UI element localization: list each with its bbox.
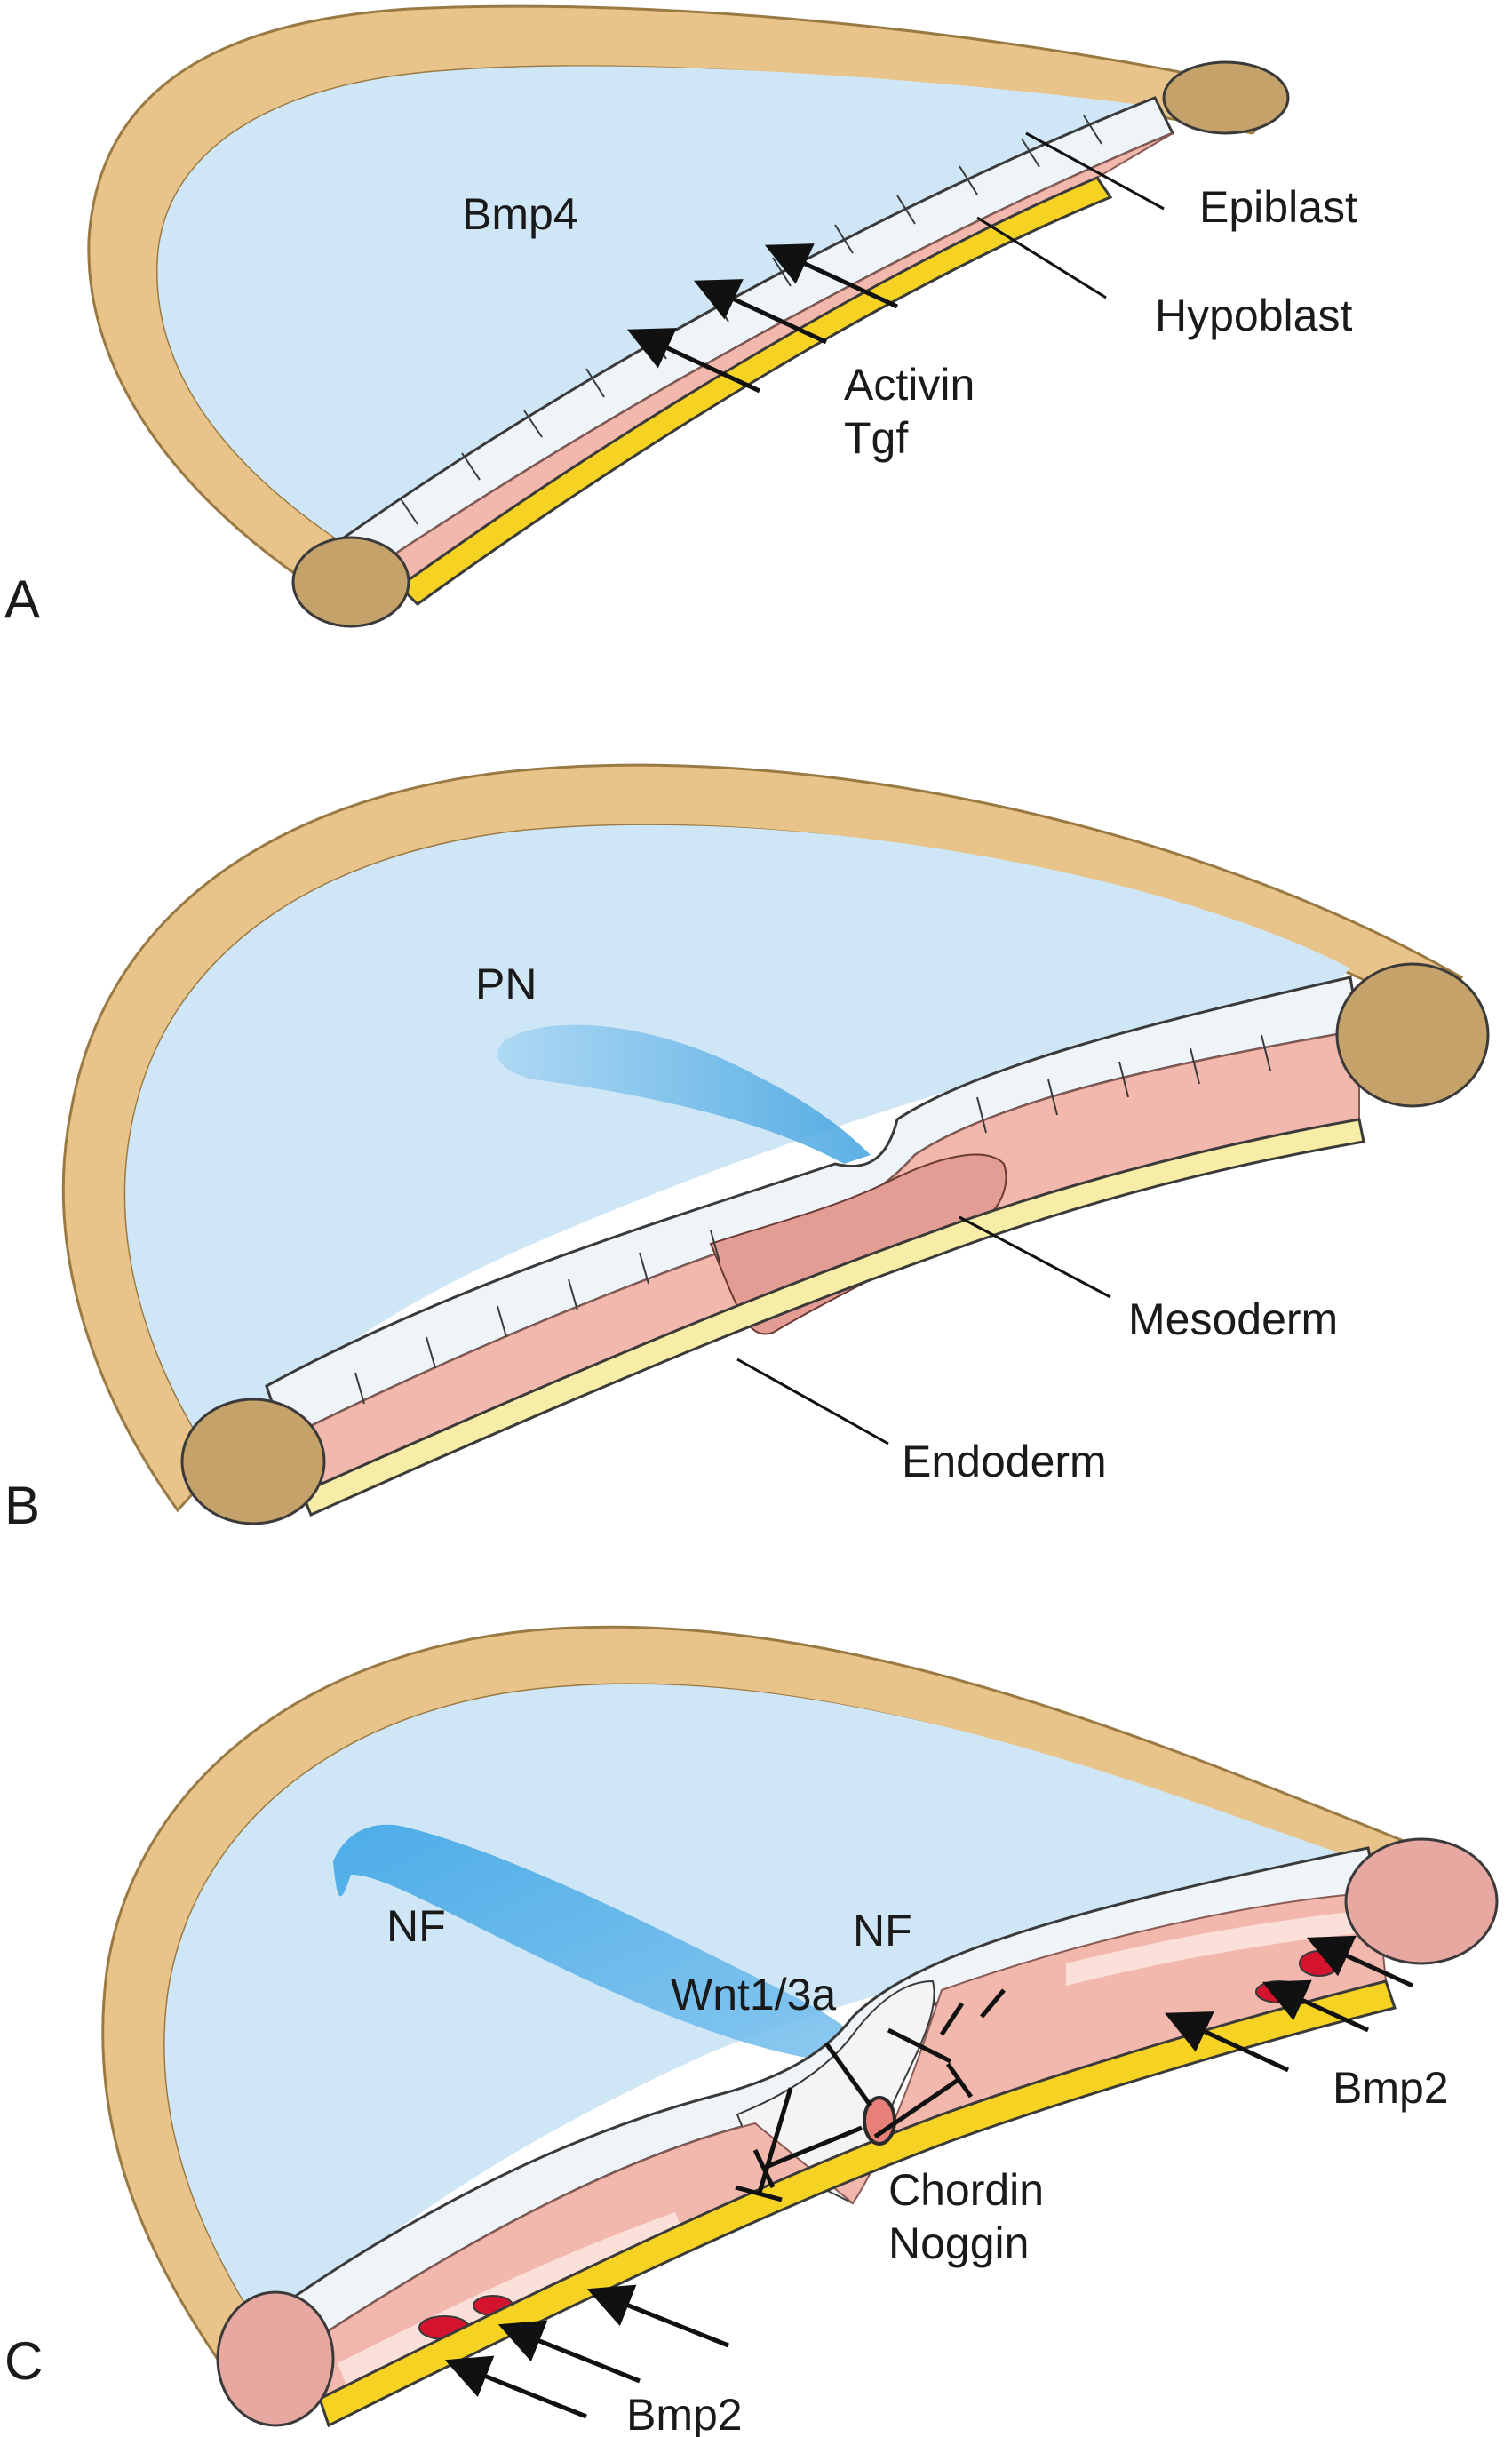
panel-b: PN Mesoderm Endoderm B	[4, 763, 1490, 1535]
label-nf-right: NF	[853, 1906, 912, 1955]
label-chordin: Chordin	[888, 2165, 1044, 2215]
label-mesoderm: Mesoderm	[1128, 1294, 1338, 1344]
red-patch-right-1	[1299, 1950, 1340, 1977]
cell-cluster-right-c	[1344, 1837, 1499, 1965]
cell-cluster-right-a	[1162, 60, 1290, 135]
hypoblast-leader-line	[976, 216, 1107, 299]
label-bmp2-right: Bmp2	[1333, 2063, 1449, 2113]
primitive-node-streak	[497, 1024, 871, 1164]
epiblast-leader-line	[1025, 131, 1165, 211]
panel-c: NF NF Wnt1/3a Chordin Noggin Bmp2 Bmp2 C	[4, 1625, 1499, 2437]
somite-band-left	[338, 2212, 684, 2385]
label-noggin: Noggin	[888, 2218, 1029, 2268]
epiblast-cells-b	[354, 1034, 1271, 1405]
cell-cluster-right-b	[1335, 962, 1490, 1108]
cell-cluster-left-b	[180, 1398, 326, 1525]
panel-letter-b: B	[4, 1476, 40, 1535]
cell-cluster-left-a	[291, 536, 410, 628]
amniotic-cavity-a	[157, 66, 1156, 552]
cell-cluster-left-c	[216, 2290, 335, 2427]
label-epiblast: Epiblast	[1199, 182, 1357, 232]
label-pn: PN	[475, 960, 537, 1009]
label-wnt: Wnt1/3a	[671, 1970, 836, 2019]
neural-fold-streak	[333, 1824, 853, 2061]
panel-letter-a: A	[4, 569, 40, 629]
label-nf-left: NF	[386, 1901, 446, 1951]
label-bmp4: Bmp4	[462, 189, 578, 239]
endoderm-layer-b	[300, 1118, 1365, 1517]
inhibition-lines-c	[735, 1988, 1006, 2202]
label-hypoblast: Hypoblast	[1155, 291, 1352, 340]
somite-band-right	[1066, 1910, 1368, 1986]
bmp2-arrows-bottom	[444, 2284, 729, 2419]
panel-a: Bmp4 Epiblast Hypoblast Activin Tgf A	[4, 4, 1357, 629]
label-endoderm: Endoderm	[902, 1437, 1107, 1486]
amniotic-cavity-b	[125, 824, 1351, 1466]
signal-arrows-a	[626, 243, 899, 394]
hypoblast-layer-a	[397, 176, 1113, 606]
endoderm-leader-line	[736, 1358, 889, 1445]
endoderm-layer-c	[318, 1979, 1397, 2428]
label-bmp2-bottom: Bmp2	[626, 2390, 743, 2437]
label-tgf: Tgf	[844, 413, 908, 463]
label-activin: Activin	[844, 360, 975, 410]
bmp2-arrows-right	[1164, 1935, 1414, 2073]
panel-letter-c: C	[4, 2331, 43, 2391]
mesoderm-leader-line	[959, 1215, 1111, 1299]
